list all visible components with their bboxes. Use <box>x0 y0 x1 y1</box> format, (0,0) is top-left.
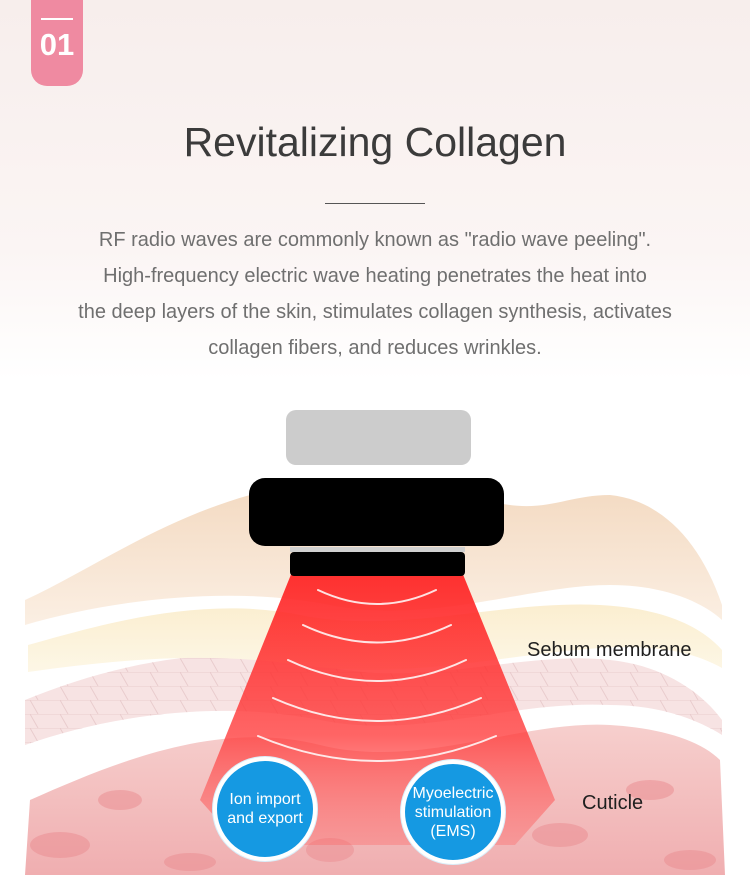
device-top <box>286 410 471 465</box>
device-body <box>249 478 504 546</box>
title-divider <box>325 203 425 204</box>
ion-import-export-badge: Ion import and export <box>213 757 317 861</box>
sebum-membrane-label: Sebum membrane <box>527 639 692 661</box>
device-head <box>290 552 465 576</box>
feature-line: and export <box>227 810 303 827</box>
rf-wave-arcs <box>257 589 497 762</box>
description-line: the deep layers of the skin, stimulates … <box>78 301 672 323</box>
feature-line: (EMS) <box>430 822 476 840</box>
section-number-badge: 01 <box>31 0 83 86</box>
description: RF radio waves are commonly known as "ra… <box>40 222 710 366</box>
description-line: RF radio waves are commonly known as "ra… <box>98 229 652 251</box>
ems-badge: Myoelectric stimulation (EMS) <box>401 760 505 864</box>
feature-line: stimulation <box>414 803 492 821</box>
page-title: Revitalizing Collagen <box>183 119 567 165</box>
feature-line: Ion import <box>229 791 301 808</box>
description-line: collagen fibers, and reduces wrinkles. <box>208 337 542 359</box>
feature-line: Myoelectric <box>412 784 494 802</box>
badge-line <box>41 18 73 20</box>
cuticle-label: Cuticle <box>582 792 644 814</box>
description-line: High-frequency electric wave heating pen… <box>103 265 647 287</box>
device-ring <box>290 547 465 552</box>
badge-number: 01 <box>39 27 75 62</box>
